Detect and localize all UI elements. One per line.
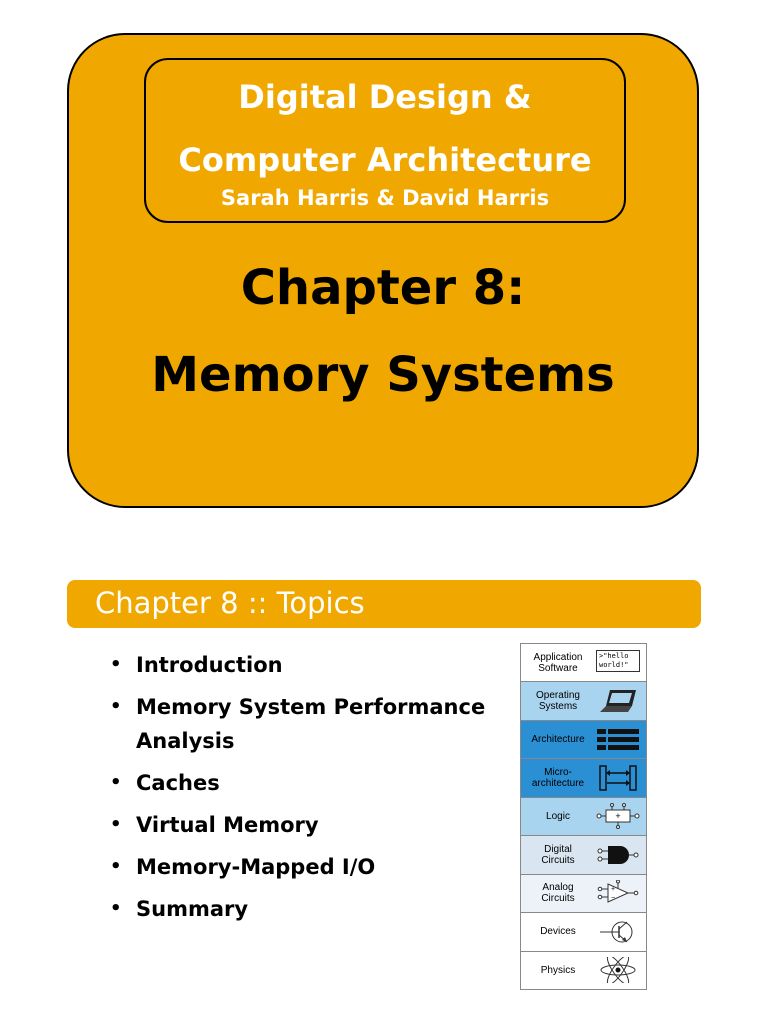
layer-label: Logic <box>546 810 570 822</box>
topic-list: • Introduction • Memory System Performance… <box>108 648 498 934</box>
topic-item: • Virtual Memory <box>108 808 498 842</box>
laptop-icon <box>596 688 640 714</box>
bullet-icon: • <box>110 898 122 919</box>
layer-digital-circuits: Digital Circuits <box>521 836 646 875</box>
topic-item: • Summary <box>108 892 498 926</box>
book-title: Digital Design & Computer Architecture <box>178 78 592 179</box>
book-title-box: Digital Design & Computer Architecture S… <box>144 58 626 223</box>
layer-operating-systems: Operating Systems <box>521 682 646 721</box>
svg-text:+: + <box>615 811 620 821</box>
bullet-icon: • <box>110 814 122 835</box>
topic-label: Memory-Mapped I/O <box>136 855 376 879</box>
topic-item: • Introduction <box>108 648 498 682</box>
topic-item: • Caches <box>108 766 498 800</box>
bullet-icon: • <box>110 856 122 877</box>
instruction-list-icon <box>596 727 640 753</box>
hello-world-icon: >"hello world!" <box>596 649 640 676</box>
and-gate-icon <box>596 842 640 868</box>
bullet-icon: • <box>110 696 122 717</box>
topic-item: • Memory-Mapped I/O <box>108 850 498 884</box>
topic-label: Summary <box>136 897 249 921</box>
topic-label: Virtual Memory <box>136 813 319 837</box>
layer-label: Analog Circuits <box>541 882 575 905</box>
chapter-title: Chapter 8: Memory Systems <box>151 260 615 403</box>
layer-architecture: Architecture <box>521 720 646 760</box>
bullet-icon: • <box>110 654 122 675</box>
layer-label: Digital Circuits <box>541 843 575 866</box>
book-authors: Sarah Harris & David Harris <box>220 186 550 210</box>
topic-label: Introduction <box>136 653 283 677</box>
hello-world-text: >"hello world!" <box>596 649 640 672</box>
topic-item: • Memory System Performance Analysis <box>108 690 498 758</box>
svg-text:+: + <box>611 886 615 893</box>
amplifier-icon: +− <box>596 880 640 906</box>
layer-physics: Physics <box>521 951 646 989</box>
layer-label: Devices <box>540 926 576 938</box>
abstraction-stack: Application Software >"hello world!" Ope… <box>520 643 647 990</box>
atom-icon <box>596 957 640 984</box>
topics-header-bar: Chapter 8 :: Topics <box>67 580 701 628</box>
datapath-icon <box>596 765 640 791</box>
transistor-icon <box>596 919 640 945</box>
layer-label: Operating Systems <box>536 690 580 713</box>
bullet-icon: • <box>110 772 122 793</box>
layer-logic: Logic + <box>521 797 646 837</box>
layer-label: Physics <box>540 964 576 976</box>
layer-analog-circuits: Analog Circuits +− <box>521 874 646 914</box>
layer-label: Architecture <box>531 734 585 746</box>
title-slide: Digital Design & Computer Architecture S… <box>67 33 699 508</box>
topics-heading: Chapter 8 :: Topics <box>95 586 365 620</box>
layer-devices: Devices <box>521 913 646 952</box>
layer-application-software: Application Software >"hello world!" <box>521 644 646 683</box>
svg-text:−: − <box>611 895 615 902</box>
adder-icon: + <box>596 803 640 830</box>
topic-label: Memory System Performance Analysis <box>136 695 486 753</box>
layer-label: Application Software <box>533 651 583 674</box>
topic-label: Caches <box>136 771 220 795</box>
layer-label: Micro- architecture <box>531 767 585 790</box>
layer-microarchitecture: Micro- architecture <box>521 759 646 798</box>
